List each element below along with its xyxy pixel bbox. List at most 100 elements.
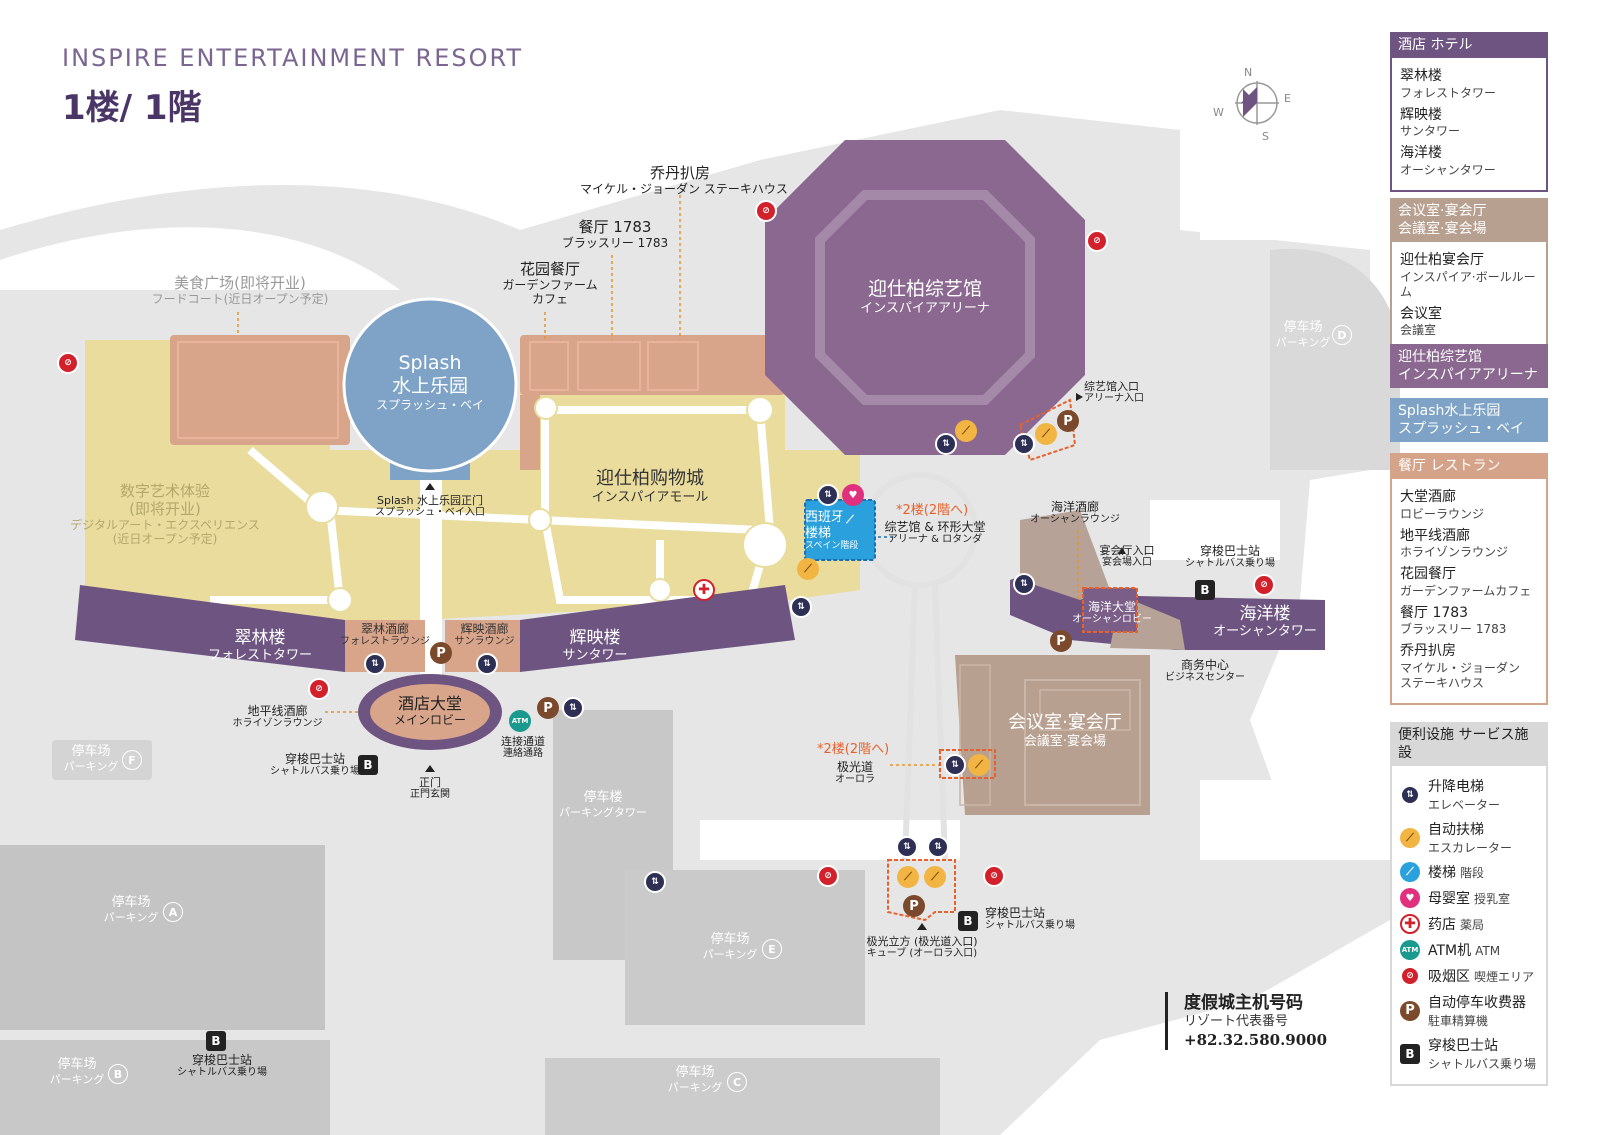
legend-item[interactable]: 辉映楼サンタワー: [1400, 106, 1461, 139]
escalator-icon[interactable]: ⟋: [968, 754, 990, 776]
parking-pay-icon[interactable]: P: [1050, 630, 1072, 652]
shuttle-bus-icon[interactable]: B: [206, 1031, 226, 1051]
parking-pay-icon[interactable]: P: [537, 697, 559, 719]
smoking-area-icon[interactable]: ⊘: [755, 200, 777, 222]
parking-e-label[interactable]: 停车场 パーキング: [702, 932, 758, 961]
meeting-area: [955, 655, 1150, 815]
parking-f-label[interactable]: 停车场 パーキング: [63, 744, 119, 773]
legend-service-escalator[interactable]: ⟋自动扶梯エスカレーター: [1400, 819, 1538, 856]
legend-item[interactable]: 翠林楼フォレストタワー: [1400, 68, 1497, 100]
elevator-icon[interactable]: ⇅: [935, 433, 957, 455]
splash-bay-area: [342, 297, 518, 480]
legend-item[interactable]: 迎仕柏宴会厅インスパイア·ボールルーム: [1400, 252, 1536, 299]
escalator-icon[interactable]: ⟋: [955, 420, 977, 442]
parking-d-label[interactable]: 停车场 パーキング: [1275, 320, 1331, 349]
meeting-label[interactable]: 会议室·宴会厅 会議室·宴会場: [1008, 712, 1122, 749]
parking-tower-label[interactable]: 停车楼 パーキングタワー: [559, 790, 647, 819]
legend-service-text: 自动停车收费器駐車精算機: [1428, 995, 1526, 1029]
ocean-lounge-label[interactable]: 海洋酒廊 オーシャンラウンジ: [1030, 500, 1120, 526]
escalator-icon[interactable]: ⟋: [1035, 423, 1057, 445]
parking-c-label[interactable]: 停车场 パーキング: [667, 1065, 723, 1094]
digital-art-label: 数字艺术体验 (即将开业) デジタルアート・エクスペリエンス (近日オープン予定…: [70, 482, 260, 547]
hotline-number[interactable]: +82.32.580.9000: [1184, 1030, 1328, 1049]
legend-splash[interactable]: Splash水上乐园スプラッシュ・ベイ: [1390, 398, 1548, 443]
elevator-icon[interactable]: ⇅: [476, 653, 498, 675]
pharmacy-icon[interactable]: ✚: [693, 579, 715, 601]
brasserie-label[interactable]: 餐厅 1783 ブラッスリー 1783: [561, 218, 669, 250]
shuttle-bus-icon: B: [1400, 1043, 1420, 1064]
compass-e: E: [1284, 92, 1291, 105]
legend-item[interactable]: 花园餐厅ガーデンファームカフェ: [1400, 566, 1532, 598]
escalator-icon[interactable]: ⟋: [797, 558, 819, 580]
smoking-area-icon[interactable]: ⊘: [817, 865, 839, 887]
escalator-icon[interactable]: ⟋: [897, 866, 919, 888]
elevator-icon[interactable]: ⇅: [817, 484, 839, 506]
elevator-icon[interactable]: ⇅: [790, 596, 812, 618]
horizon-lounge-label[interactable]: 地平线酒廊 ホライゾンラウンジ: [232, 704, 323, 730]
stairs-icon[interactable]: ⟋: [840, 510, 860, 530]
elevator-icon[interactable]: ⇅: [644, 871, 666, 893]
forest-lounge-label[interactable]: 翠林酒廊 フォレストラウンジ: [340, 622, 430, 648]
elevator-icon[interactable]: ⇅: [896, 836, 918, 858]
parking-pay-icon[interactable]: P: [1057, 410, 1079, 432]
aurora-label[interactable]: 极光道 オーロラ: [835, 760, 875, 786]
splash-bay-label[interactable]: Splash 水上乐园 スプラッシュ・ベイ: [375, 352, 484, 412]
smoking-area-icon[interactable]: ⊘: [1086, 230, 1108, 252]
legend-dining: 餐厅 レストラン 大堂酒廊ロビーラウンジ 地平线酒廊ホライゾンラウンジ 花园餐厅…: [1390, 453, 1548, 705]
legend-services-title: 便利设施 サービス施設: [1390, 722, 1548, 767]
legend-service-nursing[interactable]: ♥母婴室授乳室: [1400, 888, 1538, 909]
elevator-icon[interactable]: ⇅: [1013, 433, 1035, 455]
elevator-icon[interactable]: ⇅: [944, 754, 966, 776]
legend-item[interactable]: 地平线酒廊ホライゾンラウンジ: [1400, 527, 1509, 560]
legend-arena[interactable]: 迎仕柏综艺馆インスパイアアリーナ: [1390, 344, 1548, 389]
legend-item[interactable]: 海洋楼オーシャンタワー: [1400, 145, 1496, 177]
elevator-icon[interactable]: ⇅: [562, 697, 584, 719]
smoking-area-icon[interactable]: ⊘: [1253, 574, 1275, 596]
legend-service-elevator[interactable]: ⇅升降电梯エレベーター: [1400, 776, 1538, 813]
main-gate-label: 正门 正門玄関: [410, 776, 450, 801]
spanish-stairs-label[interactable]: 西班牙 楼梯 スペイン階段: [805, 510, 859, 552]
ocean-lobby-label[interactable]: 海洋大堂 オーシャンロビー: [1072, 600, 1152, 626]
legend-item[interactable]: 大堂酒廊ロビーラウンジ: [1400, 489, 1485, 521]
arena-label[interactable]: 迎仕柏综艺馆 インスパイアアリーナ: [860, 278, 990, 316]
mall-label[interactable]: 迎仕柏购物城 インスパイアモール: [591, 468, 709, 505]
main-lobby-label[interactable]: 酒店大堂 メインロビー: [393, 694, 466, 728]
forest-tower-label[interactable]: 翠林楼 フォレストタワー: [207, 628, 312, 664]
garden-cafe-label[interactable]: 花园餐厅 ガーデンファーム カフェ: [502, 260, 598, 307]
parking-a-label[interactable]: 停车场 パーキング: [103, 895, 159, 924]
elevator-icon[interactable]: ⇅: [364, 653, 386, 675]
sun-lounge-label[interactable]: 辉映酒廊 サンラウンジ: [454, 622, 515, 648]
elevator-icon: ⇅: [1400, 784, 1420, 805]
shuttle-bus-icon[interactable]: B: [358, 755, 378, 775]
elevator-icon[interactable]: ⇅: [927, 836, 949, 858]
parking-lots: [0, 248, 1400, 1135]
jordan-steakhouse-label[interactable]: 乔丹扒房 マイケル・ジョーダン ステーキハウス: [580, 164, 788, 196]
escalator-icon[interactable]: ⟋: [924, 866, 946, 888]
parking-pay-icon[interactable]: P: [430, 642, 452, 664]
legend-item[interactable]: 会议室会議室: [1400, 305, 1442, 338]
smoking-area-icon[interactable]: ⊘: [983, 865, 1005, 887]
elevator-icon[interactable]: ⇅: [1013, 573, 1035, 595]
parking-b-label[interactable]: 停车场 パーキング: [49, 1057, 105, 1086]
parking-pay-icon[interactable]: P: [903, 895, 925, 917]
legend-service-smoking[interactable]: ⊘吸烟区喫煙エリア: [1400, 966, 1538, 987]
legend-service-stairs[interactable]: ⟋楼梯階段: [1400, 862, 1538, 883]
stairs-icon: ⟋: [1400, 862, 1420, 883]
cube-label: 极光立方 (极光道入口) キューブ (オーロラ入口): [866, 935, 978, 960]
legend-service-pharmacy[interactable]: ✚药店薬局: [1400, 914, 1538, 935]
shuttle-bus-icon[interactable]: B: [1195, 580, 1215, 600]
sun-tower-label[interactable]: 辉映楼 サンタワー: [562, 628, 628, 664]
business-center-label[interactable]: 商务中心 ビジネスセンター: [1165, 658, 1245, 684]
ocean-tower-label[interactable]: 海洋楼 オーシャンタワー: [1213, 604, 1317, 640]
shuttle-bus-icon[interactable]: B: [958, 911, 978, 931]
nursing-room-icon[interactable]: ♥: [842, 484, 864, 506]
atm-icon[interactable]: ATM: [509, 710, 531, 732]
smoking-area-icon[interactable]: ⊘: [308, 678, 330, 700]
legend-item[interactable]: 乔丹扒房マイケル・ジョーダンステーキハウス: [1400, 643, 1521, 690]
smoking-area-icon[interactable]: ⊘: [57, 352, 79, 374]
